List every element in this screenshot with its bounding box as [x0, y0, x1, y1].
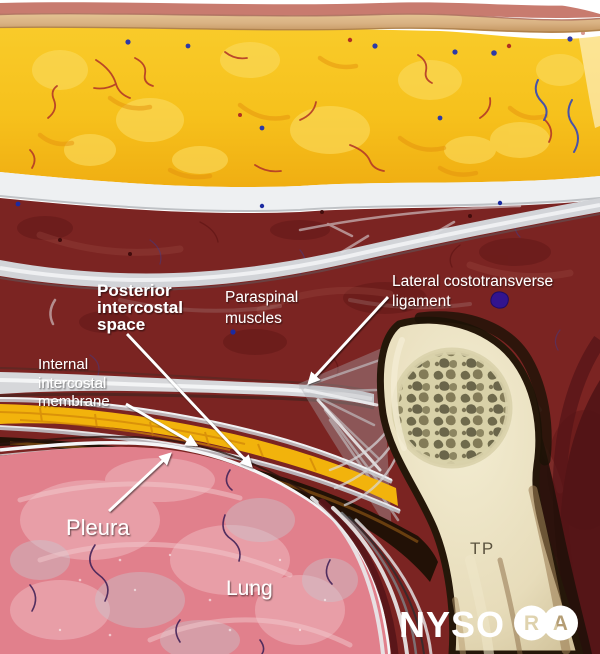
labels: Posterior intercostal space Paraspinal m… — [38, 273, 553, 600]
lung-vessels — [29, 469, 333, 654]
fat-vessels — [29, 31, 585, 173]
label-line: muscles — [225, 310, 282, 327]
vein-dot — [490, 291, 509, 309]
perivertebral-bands — [310, 496, 433, 654]
trabecular-bone — [396, 352, 508, 464]
label-line: Paraspinal — [225, 289, 298, 306]
label-line: membrane — [38, 393, 110, 410]
label-line: intercostal — [38, 375, 106, 392]
skin-layer — [0, 0, 600, 33]
label-line: ligament — [392, 293, 451, 310]
arrow-posterior-intercostal-space — [125, 333, 253, 468]
label-paraspinal-muscles: Paraspinal muscles — [225, 289, 298, 327]
label-line: Internal — [38, 356, 88, 373]
arrow-internal-intercostal-membrane — [125, 402, 199, 447]
label-pleura: Pleura — [66, 515, 130, 540]
arrow-pleura — [108, 452, 172, 513]
logo-text-nyso: NYSO — [399, 604, 505, 645]
label-lateral-costotransverse-ligament: Lateral costotransverse ligament — [392, 273, 553, 310]
superficial-fascia-strip — [0, 172, 600, 212]
annotation-arrows — [108, 296, 390, 513]
label-line: Lateral costotransverse — [392, 273, 553, 290]
transverse-process-bone — [376, 311, 592, 654]
fat-layer — [0, 26, 600, 188]
label-posterior-intercostal-space: Posterior intercostal space — [97, 281, 183, 334]
label-line: intercostal — [97, 298, 183, 317]
arrow-lateral-costotransverse-ligament — [307, 296, 390, 385]
label-lung: Lung — [226, 577, 273, 600]
nysora-logo: NYSO — [399, 604, 578, 645]
fascia-band-upper — [0, 198, 600, 326]
label-tp: TP — [470, 539, 495, 558]
label-line: space — [97, 315, 145, 334]
label-line: Posterior — [97, 281, 172, 300]
logo-circles — [514, 605, 578, 641]
fascia-band-lower — [0, 367, 375, 410]
lung — [0, 446, 388, 654]
label-internal-intercostal-membrane: Internal intercostal membrane — [38, 356, 110, 410]
